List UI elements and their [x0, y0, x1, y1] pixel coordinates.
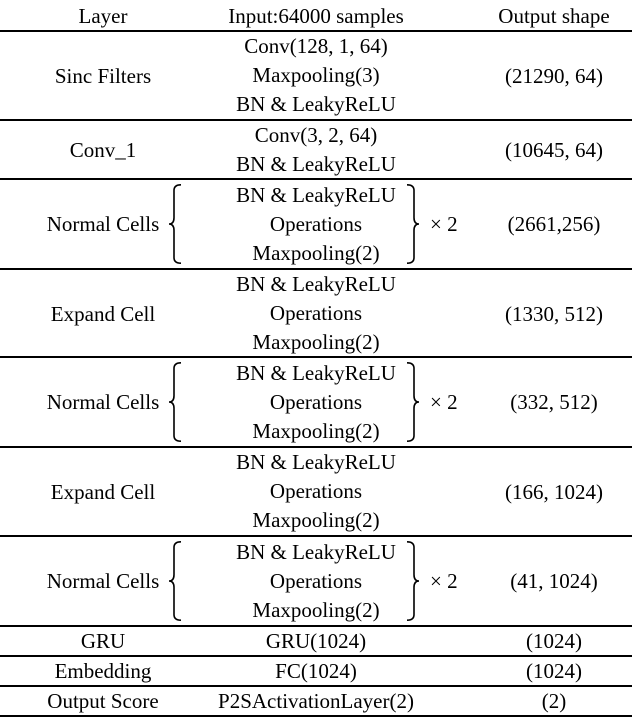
- table-row: Normal Cells BN & LeakyReLU Operations M…: [0, 180, 632, 268]
- operation-line: Operations: [269, 479, 363, 503]
- operations: FC(1024): [206, 657, 426, 685]
- output-shape: (1330, 512): [505, 301, 603, 326]
- operation-line: Conv(3, 2, 64): [254, 122, 378, 147]
- rule: [0, 685, 632, 687]
- operation-line: P2SActivationLayer(2): [218, 688, 414, 713]
- operations: BN & LeakyReLU Operations Maxpooling(2): [206, 537, 426, 625]
- operation-line: Maxpooling(2): [252, 597, 380, 622]
- operation-line: Maxpooling(2): [252, 240, 380, 265]
- repeat-count: × 2: [430, 211, 458, 236]
- table-header-row: Layer Input:64000 samples Output shape: [0, 0, 632, 31]
- table-row: Conv_1 Conv(3, 2, 64) BN & LeakyReLU (10…: [0, 121, 632, 178]
- operation-line: BN & LeakyReLU: [236, 182, 396, 207]
- rule: [0, 356, 632, 358]
- layer-name: Normal Cells: [46, 569, 160, 593]
- table-row: Embedding FC(1024) (1024): [0, 657, 632, 685]
- header-output-shape: Output shape: [498, 3, 610, 28]
- operations: P2SActivationLayer(2): [206, 687, 426, 715]
- operation-line: Conv(128, 1, 64): [244, 34, 388, 58]
- rule: [0, 268, 632, 270]
- operation-line: Operations: [269, 568, 363, 593]
- output-shape: (1024): [526, 659, 582, 683]
- operations: GRU(1024): [206, 627, 426, 655]
- rule: [0, 446, 632, 448]
- layer-name: GRU: [80, 629, 126, 653]
- output-shape: (10645, 64): [505, 137, 603, 162]
- operation-line: Maxpooling(2): [252, 508, 380, 532]
- rule: [0, 119, 632, 121]
- table-row: Expand Cell BN & LeakyReLU Operations Ma…: [0, 270, 632, 357]
- operations: Conv(128, 1, 64) Maxpooling(3) BN & Leak…: [206, 31, 426, 120]
- operation-line: BN & LeakyReLU: [236, 151, 396, 176]
- left-brace-icon: [168, 541, 182, 621]
- header-input: Input:64000 samples: [228, 3, 404, 28]
- table-row: Normal Cells BN & LeakyReLU Operations M…: [0, 358, 632, 446]
- table-row: Expand Cell BN & LeakyReLU Operations Ma…: [0, 448, 632, 535]
- layer-name: Embedding: [54, 659, 152, 683]
- repeat-count: × 2: [430, 568, 458, 593]
- output-shape: (1024): [526, 629, 582, 653]
- operation-line: BN & LeakyReLU: [236, 539, 396, 564]
- layer-name: Conv_1: [69, 137, 137, 162]
- right-brace-icon: [406, 184, 420, 264]
- table-row: Normal Cells BN & LeakyReLU Operations M…: [0, 537, 632, 625]
- operation-line: GRU(1024): [265, 628, 367, 653]
- repeat-count: × 2: [430, 389, 458, 414]
- operations: BN & LeakyReLU Operations Maxpooling(2): [206, 448, 426, 535]
- rule: [0, 178, 632, 180]
- output-shape: (41, 1024): [510, 569, 598, 593]
- operations: Conv(3, 2, 64) BN & LeakyReLU: [206, 121, 426, 178]
- operation-line: BN & LeakyReLU: [236, 92, 396, 116]
- operation-line: FC(1024): [275, 658, 357, 683]
- right-brace-icon: [406, 362, 420, 442]
- layer-name: Expand Cell: [50, 479, 156, 504]
- operations: BN & LeakyReLU Operations Maxpooling(2): [206, 270, 426, 357]
- left-brace-icon: [168, 184, 182, 264]
- output-shape: (2): [541, 689, 567, 713]
- table-row: Output Score P2SActivationLayer(2) (2): [0, 687, 632, 715]
- operation-line: Operations: [269, 211, 363, 236]
- layer-name: Output Score: [47, 689, 159, 713]
- operation-line: Maxpooling(2): [252, 418, 380, 443]
- layer-name: Normal Cells: [46, 390, 160, 414]
- layer-name: Sinc Filters: [54, 63, 152, 88]
- layer-name: Expand Cell: [50, 301, 156, 326]
- rule-header: [0, 30, 632, 32]
- operation-line: Maxpooling(3): [252, 63, 380, 87]
- output-shape: (166, 1024): [505, 479, 603, 504]
- output-shape: (332, 512): [510, 390, 598, 414]
- left-brace-icon: [168, 362, 182, 442]
- output-shape: (21290, 64): [505, 63, 603, 88]
- output-shape: (2661,256): [507, 212, 601, 236]
- layer-name: Normal Cells: [46, 212, 160, 236]
- operations: BN & LeakyReLU Operations Maxpooling(2): [206, 180, 426, 268]
- operation-line: Operations: [269, 389, 363, 414]
- operations: BN & LeakyReLU Operations Maxpooling(2): [206, 358, 426, 446]
- operation-line: Maxpooling(2): [252, 330, 380, 354]
- header-layer: Layer: [78, 3, 128, 28]
- rule: [0, 625, 632, 627]
- operation-line: BN & LeakyReLU: [236, 450, 396, 474]
- right-brace-icon: [406, 541, 420, 621]
- table-row: Sinc Filters Conv(128, 1, 64) Maxpooling…: [0, 31, 632, 120]
- rule: [0, 655, 632, 657]
- operation-line: BN & LeakyReLU: [236, 360, 396, 385]
- operation-line: BN & LeakyReLU: [236, 272, 396, 296]
- table-row: GRU GRU(1024) (1024): [0, 627, 632, 655]
- rule-bottom: [0, 715, 632, 717]
- operation-line: Operations: [269, 301, 363, 325]
- rule: [0, 535, 632, 537]
